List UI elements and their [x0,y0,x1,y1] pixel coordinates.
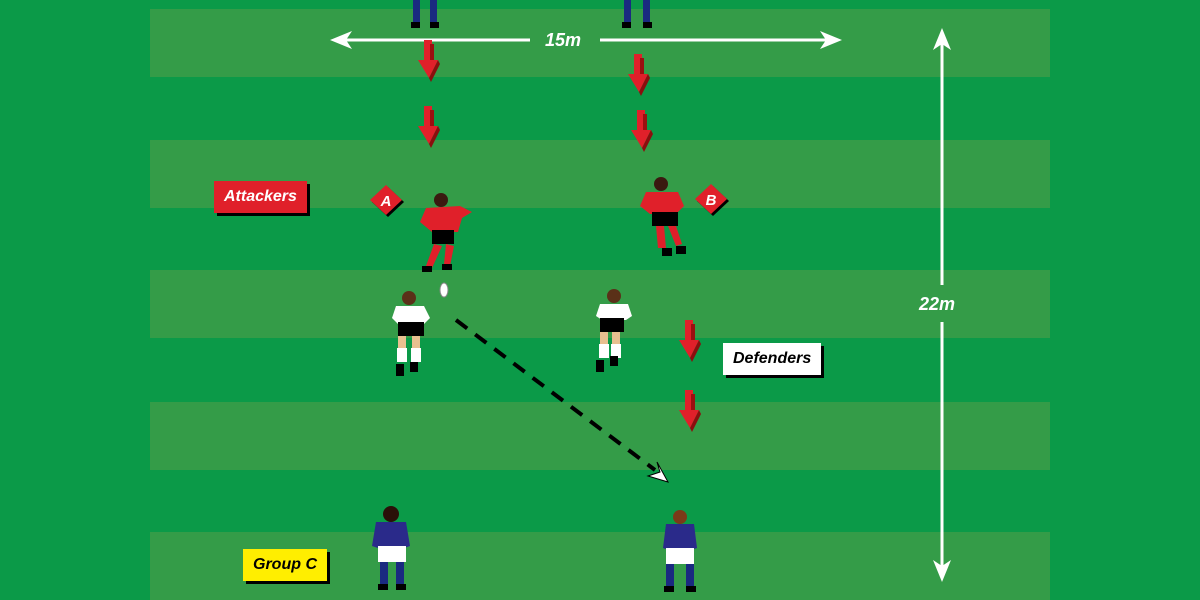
length-measurement: 22m [919,294,956,314]
measure-15m-arrow [330,31,842,49]
attacker-player-a [420,193,472,272]
width-measurement: 15m [545,30,582,50]
defender-player-left [392,291,430,376]
defenders-label: Defenders [723,343,822,375]
top-player-left [411,0,439,28]
rugby-ball [439,282,449,298]
defender-player-right [596,289,632,372]
marker-b-text: B [706,192,717,209]
group-c-label: Group C [243,549,327,581]
measure-22m-arrow [933,28,951,582]
marker-a-text: A [380,193,392,210]
top-player-right [622,0,652,28]
attacker-player-b [640,177,686,256]
group-c-player-right [663,510,697,592]
attackers-label: Attackers [214,181,307,213]
marker-b: B [695,184,729,216]
pass-line [454,318,670,483]
group-c-player-left [372,506,410,590]
marker-a: A [370,185,404,217]
